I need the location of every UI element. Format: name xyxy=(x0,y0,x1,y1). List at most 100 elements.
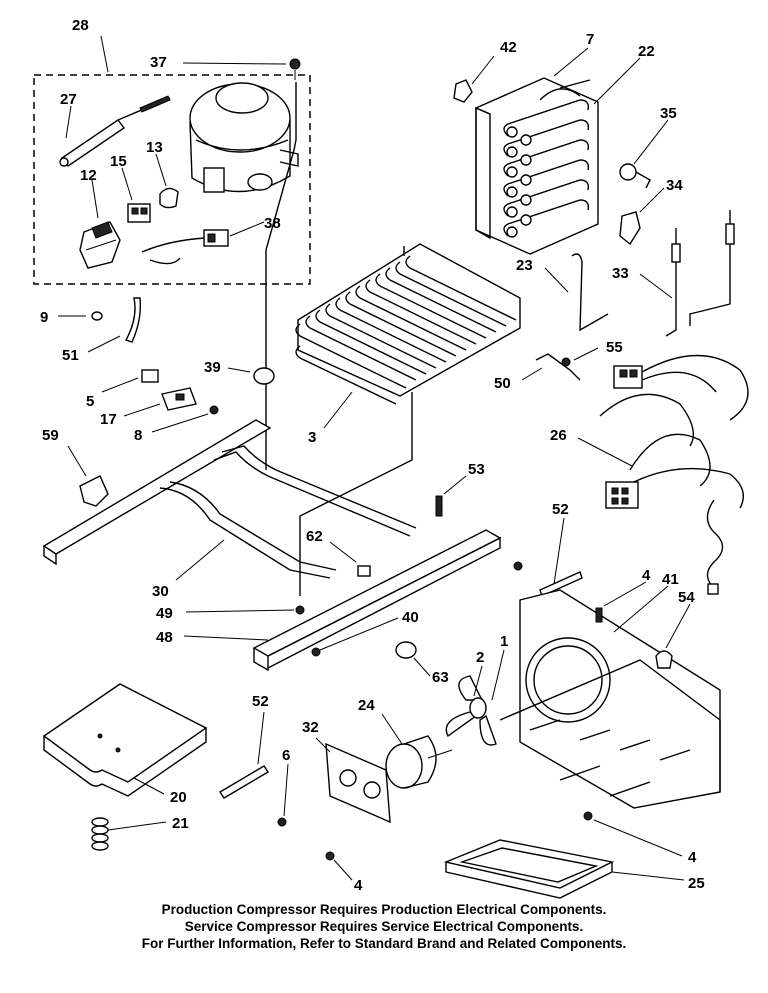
footer-line-3: For Further Information, Refer to Standa… xyxy=(141,936,627,951)
part-4-screw-a xyxy=(595,607,603,623)
part-4-screw-b xyxy=(325,851,335,861)
callout-1: 1 xyxy=(500,633,508,650)
callout-52-top: 52 xyxy=(552,501,569,518)
part-5-connector xyxy=(141,369,159,383)
part-35-sensor xyxy=(619,163,651,189)
callout-52-bottom: 52 xyxy=(252,693,269,710)
part-23-bracket xyxy=(571,253,609,332)
part-41-bracket xyxy=(499,589,721,809)
part-63-nut xyxy=(395,641,417,659)
part-55-screw xyxy=(561,357,571,367)
part-6-screw xyxy=(277,817,287,827)
callout-4-bottom: 4 xyxy=(354,877,363,894)
part-49-screw xyxy=(295,605,305,615)
callout-20: 20 xyxy=(170,789,187,806)
callout-9: 9 xyxy=(40,309,48,326)
callout-4-bottom-right: 4 xyxy=(688,849,697,866)
footer-line-2: Service Compressor Requires Service Elec… xyxy=(184,919,584,934)
callout-23: 23 xyxy=(516,257,533,274)
callout-12: 12 xyxy=(80,167,97,184)
part-51-tube xyxy=(124,297,142,343)
footer-line-1: Production Compressor Requires Productio… xyxy=(161,902,607,917)
part-37-screw xyxy=(289,58,301,80)
callout-24: 24 xyxy=(358,697,375,714)
callout-13: 13 xyxy=(146,139,163,156)
part-7-evaporator xyxy=(475,77,599,255)
callout-6: 6 xyxy=(282,747,290,764)
part-26-harness xyxy=(599,354,749,595)
callout-32: 32 xyxy=(302,719,319,736)
callout-5: 5 xyxy=(86,393,94,410)
callout-39: 39 xyxy=(204,359,221,376)
part-20-pad xyxy=(42,683,208,797)
callout-7: 7 xyxy=(586,31,594,48)
callout-50: 50 xyxy=(494,375,511,392)
callout-26: 26 xyxy=(550,427,567,444)
part-54-grommet xyxy=(655,650,673,669)
part-15-relay xyxy=(127,203,151,223)
callout-42: 42 xyxy=(500,39,517,56)
part-3-condenser xyxy=(295,243,521,596)
callout-62: 62 xyxy=(306,528,323,545)
compressor-kit-box xyxy=(33,74,311,285)
part-52-screw-b xyxy=(219,765,269,799)
callout-30: 30 xyxy=(152,583,169,600)
part-40-screw-b xyxy=(513,561,523,571)
callout-33: 33 xyxy=(612,265,629,282)
part-13-clip xyxy=(159,187,179,209)
callout-40: 40 xyxy=(402,609,419,626)
callout-15: 15 xyxy=(110,153,127,170)
part-compressor xyxy=(189,82,299,193)
part-4-screw-c xyxy=(583,811,593,821)
callout-25: 25 xyxy=(688,875,705,892)
callout-37: 37 xyxy=(150,54,167,71)
callout-2: 2 xyxy=(476,649,484,666)
callout-59: 59 xyxy=(42,427,59,444)
part-62-clip xyxy=(357,565,371,577)
part-9-cap xyxy=(91,311,103,321)
part-42-clip xyxy=(453,79,473,103)
footer-notes: Production Compressor Requires Productio… xyxy=(0,901,768,952)
part-48-rail xyxy=(252,529,502,672)
callout-8: 8 xyxy=(134,427,142,444)
callout-22: 22 xyxy=(638,43,655,60)
callout-labels: 28 37 42 7 22 27 15 13 12 38 35 34 23 33… xyxy=(40,17,705,894)
part-2-fan-blade xyxy=(445,675,497,746)
callout-51: 51 xyxy=(62,347,79,364)
callout-4-right: 4 xyxy=(642,567,651,584)
callout-27: 27 xyxy=(60,91,77,108)
part-39-grommet xyxy=(253,367,275,385)
callout-34: 34 xyxy=(666,177,683,194)
part-34-clip xyxy=(619,211,641,246)
part-12-relay xyxy=(79,221,121,269)
part-40-screw xyxy=(311,647,321,657)
callout-53: 53 xyxy=(468,461,485,478)
callout-54: 54 xyxy=(678,589,695,606)
callout-35: 35 xyxy=(660,105,677,122)
part-38-harness xyxy=(141,229,229,265)
callout-21: 21 xyxy=(172,815,189,832)
callout-17: 17 xyxy=(100,411,117,428)
part-17-relay xyxy=(161,387,197,411)
callout-41: 41 xyxy=(662,571,679,588)
part-32-bracket xyxy=(325,742,391,824)
part-30-frame xyxy=(42,419,417,579)
callout-55: 55 xyxy=(606,339,623,356)
leader-lines xyxy=(58,35,691,881)
callout-38: 38 xyxy=(264,215,281,232)
callout-49: 49 xyxy=(156,605,173,622)
part-24-motor xyxy=(385,735,453,789)
callout-48: 48 xyxy=(156,629,173,646)
part-25-drain-pan xyxy=(443,839,615,899)
part-59-clip xyxy=(79,475,109,507)
part-21-spring xyxy=(91,817,109,851)
part-33-thermistor xyxy=(665,210,735,337)
part-8-screw xyxy=(209,405,219,415)
refrigerant-line xyxy=(265,82,297,470)
part-50-bracket xyxy=(535,353,581,381)
callout-3: 3 xyxy=(308,429,316,446)
part-53-screw xyxy=(435,495,443,517)
part-27-thermistor xyxy=(59,95,171,167)
callout-63: 63 xyxy=(432,669,449,686)
